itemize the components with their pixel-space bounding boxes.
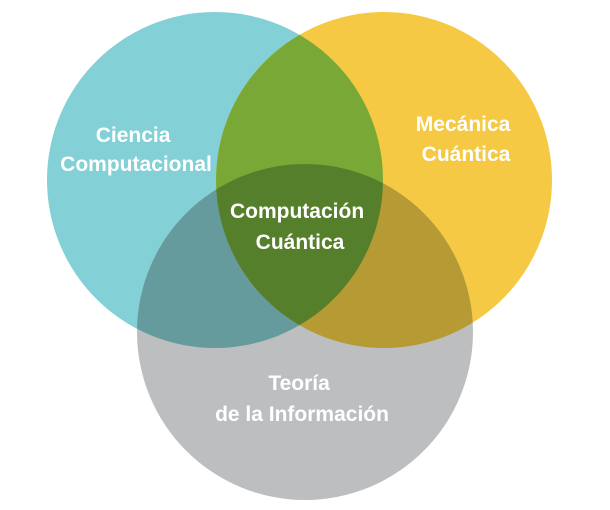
label-computacion-cuantica: Computación Cuántica	[230, 200, 370, 254]
label-ciencia-computacional: Ciencia Computacional	[60, 124, 212, 176]
label-mecanica-cuantica: Mecánica Cuántica	[416, 113, 516, 166]
label-line: Cuántica	[422, 143, 511, 166]
label-line: Teoría	[268, 372, 330, 395]
label-line: Mecánica	[416, 113, 511, 136]
label-line: Computacional	[60, 153, 212, 176]
label-teoria-informacion: Teoría de la Información	[215, 372, 389, 426]
label-line: Cuántica	[256, 231, 345, 254]
label-line: Ciencia	[96, 124, 171, 147]
label-line: de la Información	[215, 403, 389, 426]
label-line: Computación	[230, 200, 364, 223]
